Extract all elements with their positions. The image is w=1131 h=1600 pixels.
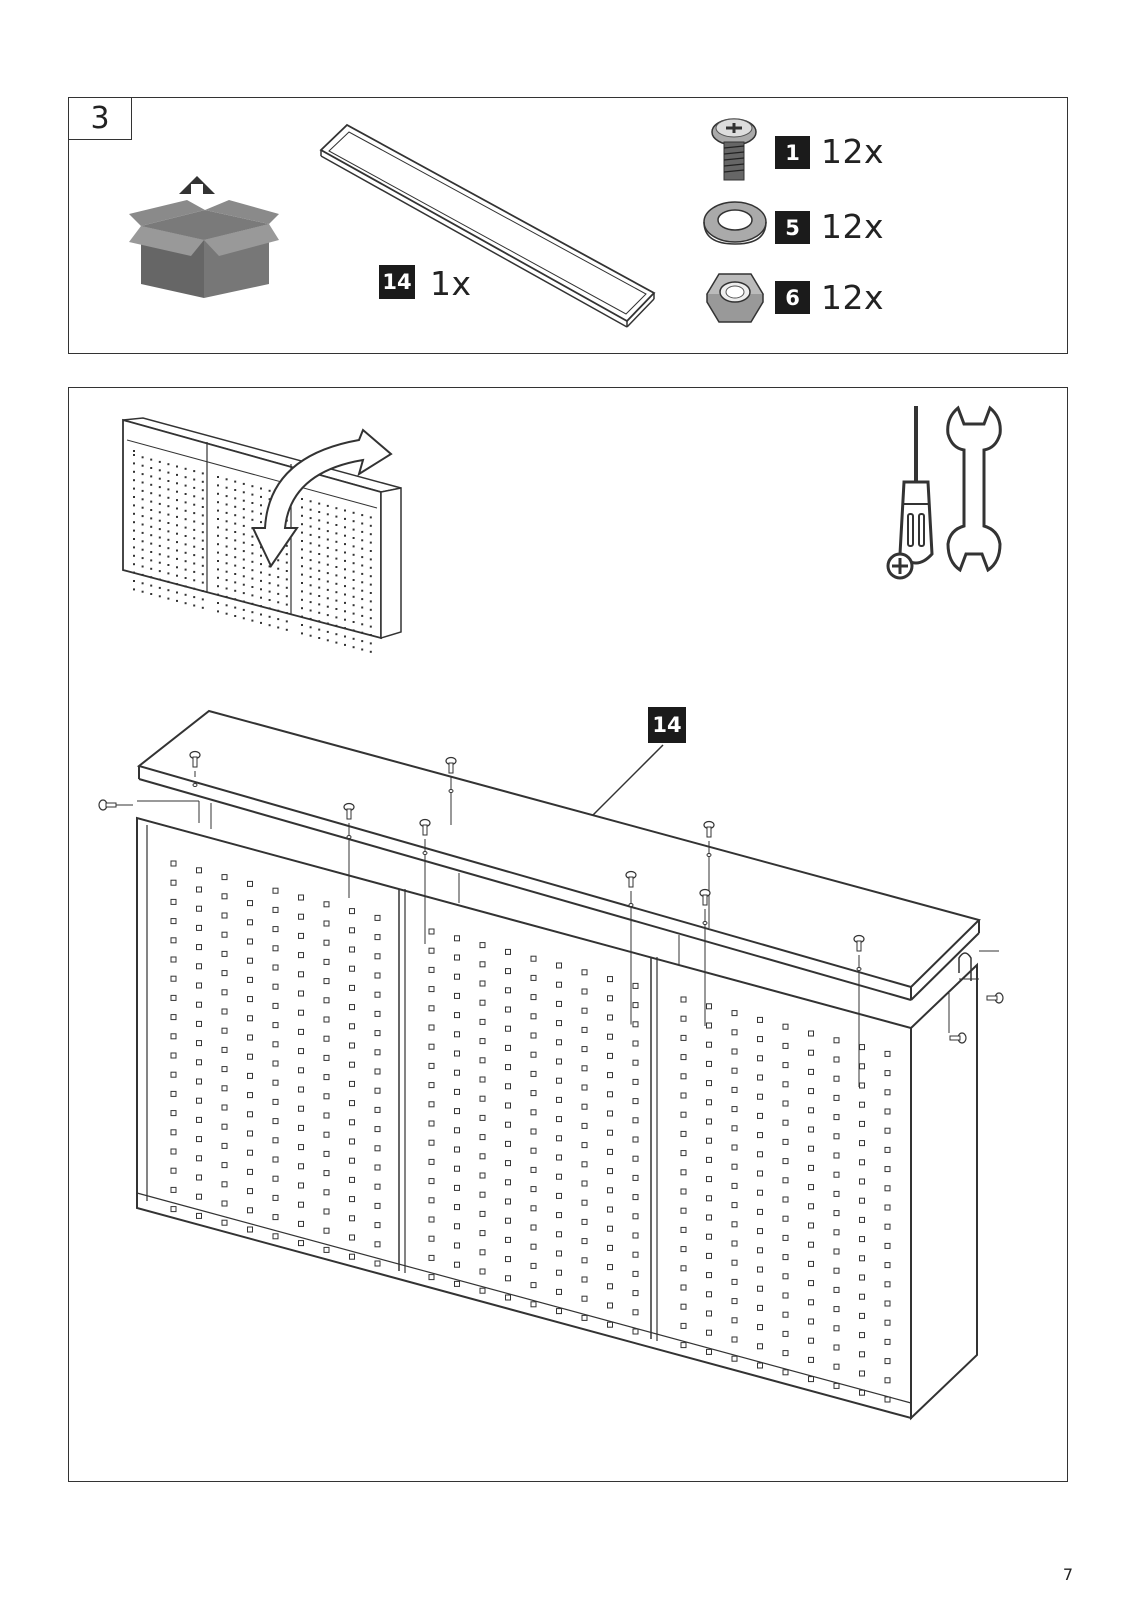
parts-panel: 3 14 1x 1 12x 5 12x [68, 97, 1068, 354]
top-screw [189, 750, 201, 787]
top-screw [853, 934, 865, 1087]
top-screw [419, 818, 431, 944]
top-screw [699, 888, 711, 1026]
phillips-screwdriver-icon [886, 406, 934, 580]
flip-cabinet-illustration [122, 417, 402, 653]
top-screw [445, 756, 457, 825]
top-screw [703, 820, 715, 928]
spring-washer-icon [703, 201, 767, 245]
cabinet-assembly-illustration [98, 709, 1004, 1421]
part-badge-6: 6 [775, 281, 810, 314]
side-screw [98, 799, 133, 811]
screw-icon [711, 118, 757, 181]
part-badge-1: 1 [775, 136, 810, 169]
shelf-panel-icon [319, 123, 656, 328]
part-quantity-14: 1x [430, 264, 472, 303]
part-quantity-5: 12x [821, 207, 885, 246]
unpack-box-icon [129, 176, 279, 298]
part-quantity-1: 12x [821, 132, 885, 171]
side-screw [949, 1032, 967, 1044]
page-number: 7 [1062, 1565, 1073, 1584]
wrench-icon [946, 405, 1002, 573]
hex-nut-icon [706, 273, 764, 323]
assembly-panel: 14 [68, 387, 1068, 1482]
top-screw [625, 870, 637, 1025]
step-number: 3 [68, 97, 132, 140]
side-screw [986, 992, 1004, 1004]
callout-badge-14: 14 [648, 707, 686, 743]
part-badge-14: 14 [379, 265, 415, 299]
part-quantity-6: 12x [821, 278, 885, 317]
part-badge-5: 5 [775, 211, 810, 244]
top-screw [343, 802, 355, 898]
